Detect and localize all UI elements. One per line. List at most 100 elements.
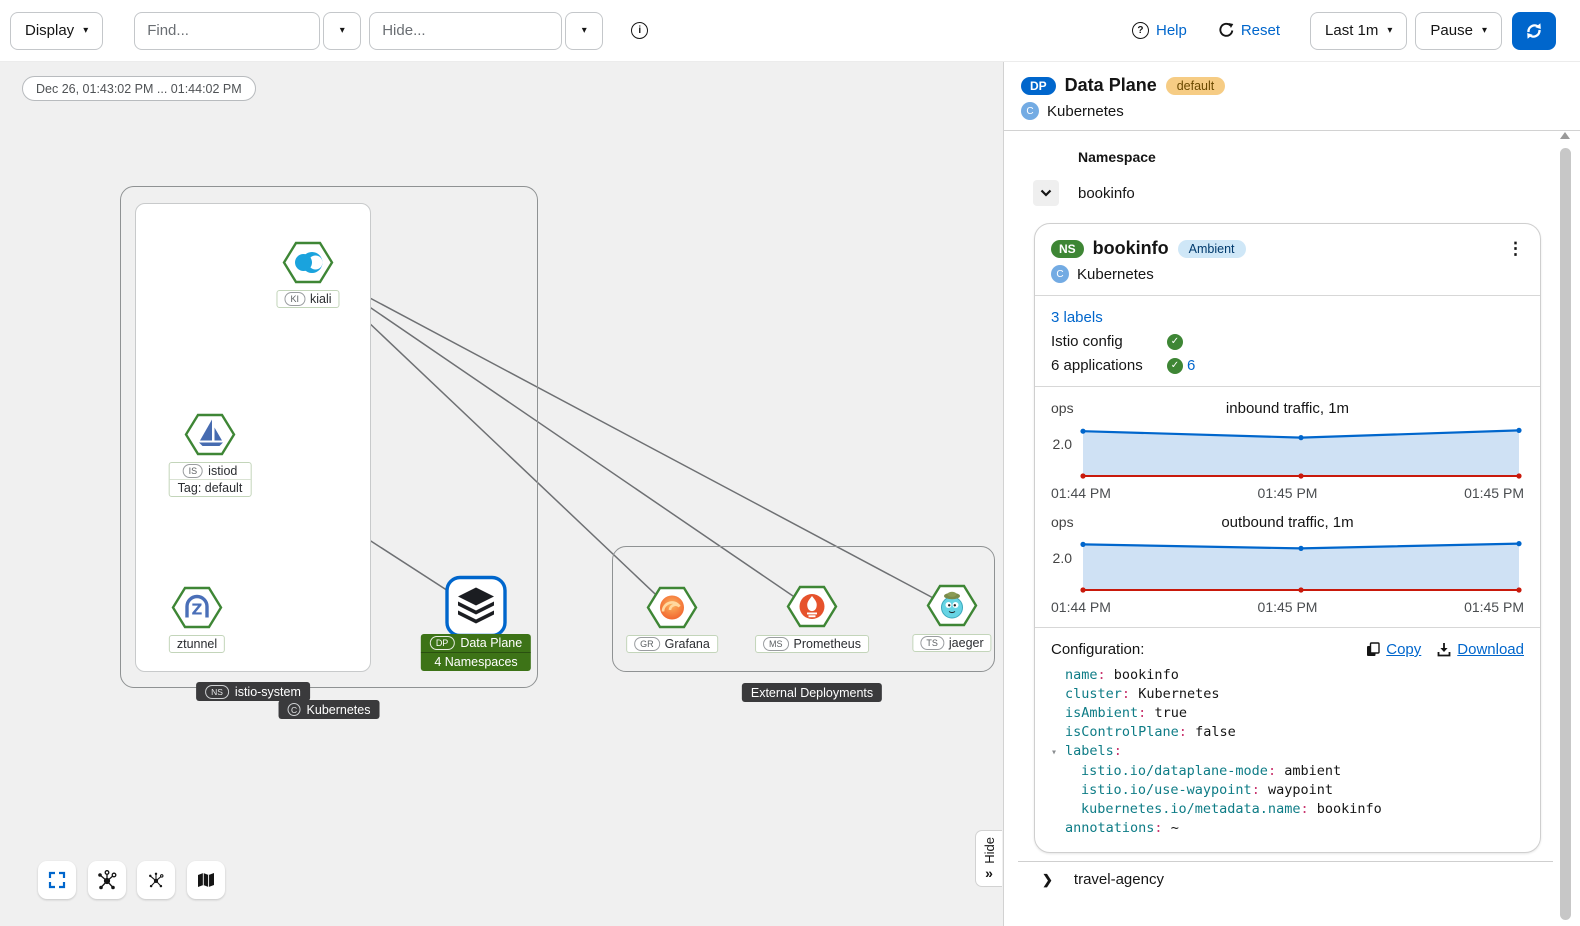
summary-panel: DP Data Plane default C Kubernetes Names… xyxy=(1003,62,1580,926)
card-cluster-label: Kubernetes xyxy=(1077,265,1154,283)
node-prometheus[interactable] xyxy=(785,583,839,636)
hide-options-dropdown[interactable]: ▾ xyxy=(565,11,604,50)
divider xyxy=(1018,861,1553,862)
node-grafana[interactable] xyxy=(645,584,699,637)
node-istiod[interactable] xyxy=(183,411,237,464)
help-icon: ? xyxy=(1131,22,1149,39)
revision-badge: default xyxy=(1165,76,1226,95)
network-small-icon xyxy=(149,872,164,888)
check-circle-icon: ✓ xyxy=(1167,333,1183,350)
caret-down-icon: ▾ xyxy=(1387,24,1393,36)
mesh-graph-canvas[interactable]: NS istio-system C Kubernetes External De… xyxy=(0,62,1003,926)
chart-plot-area xyxy=(1078,537,1524,593)
find-options-dropdown[interactable]: ▾ xyxy=(323,11,362,50)
kebab-menu-icon[interactable]: ⋮ xyxy=(1507,239,1524,258)
namespace-column-header: Namespace xyxy=(1078,149,1156,165)
dataplane-namespaces: 4 Namespaces xyxy=(420,652,532,671)
dataplane-badge: DP xyxy=(1021,76,1056,95)
divider xyxy=(1035,295,1540,296)
graph-layout-large-button[interactable] xyxy=(88,861,126,899)
cluster-chip-label: Kubernetes xyxy=(306,702,371,717)
chevron-right-icon: ❯ xyxy=(1042,871,1053,887)
hide-input[interactable] xyxy=(369,11,563,50)
display-dropdown-label: Display xyxy=(25,22,75,39)
node-dataplane[interactable] xyxy=(445,575,507,643)
istiod-tag: Tag: default xyxy=(169,479,251,496)
refresh-button[interactable] xyxy=(1512,11,1556,50)
collapse-row-button[interactable] xyxy=(1033,180,1059,206)
map-icon xyxy=(198,873,214,887)
istiod-badge: IS xyxy=(182,464,204,478)
y-axis-tick: 2.0 xyxy=(1052,436,1072,452)
scrollbar-up-arrow[interactable] xyxy=(1560,132,1570,139)
panel-title: Data Plane xyxy=(1064,75,1157,95)
svg-text:Z: Z xyxy=(192,601,203,619)
grafana-badge: GR xyxy=(634,637,660,651)
panel-scrollbar[interactable] xyxy=(1560,148,1571,920)
node-grafana-label[interactable]: GR Grafana xyxy=(626,635,718,653)
help-link[interactable]: ? Help xyxy=(1131,22,1187,39)
bookinfo-namespace-card: NS bookinfo Ambient ⋮ C Kubernetes 3 lab… xyxy=(1034,223,1541,853)
cluster-badge: C xyxy=(287,703,301,716)
istio-config-label: Istio config xyxy=(1051,333,1123,350)
node-kiali-label[interactable]: KI kiali xyxy=(276,290,340,308)
kiali-icon xyxy=(282,241,334,284)
istio-icon xyxy=(184,413,236,456)
external-deployments-chip[interactable]: External Deployments xyxy=(741,683,883,702)
istio-system-namespace-chip[interactable]: NS istio-system xyxy=(196,682,310,701)
double-chevron-icon: » xyxy=(985,864,993,881)
external-deployments-box[interactable] xyxy=(612,546,995,672)
kiali-badge: KI xyxy=(284,292,305,306)
applications-count-link[interactable]: 6 xyxy=(1187,357,1196,374)
sync-icon xyxy=(1527,22,1541,39)
hide-panel-tab[interactable]: Hide » xyxy=(975,830,1002,887)
dataplane-badge: DP xyxy=(429,636,455,650)
cluster-group-box[interactable] xyxy=(120,186,538,688)
copy-icon xyxy=(1367,642,1380,656)
configuration-label: Configuration: xyxy=(1051,641,1145,658)
namespace-row-bookinfo[interactable]: bookinfo xyxy=(1033,180,1580,206)
node-prometheus-label[interactable]: MS Prometheus xyxy=(755,635,869,653)
info-icon[interactable]: i xyxy=(631,22,649,39)
chart-title: inbound traffic, 1m xyxy=(1225,400,1350,417)
prometheus-badge: MS xyxy=(763,637,789,651)
namespace-chip-label: istio-system xyxy=(234,684,301,699)
kubernetes-cluster-chip[interactable]: C Kubernetes xyxy=(278,700,380,719)
panel-header: DP Data Plane default C Kubernetes xyxy=(1004,62,1580,131)
namespace-name: travel-agency xyxy=(1073,871,1164,888)
node-jaeger-label[interactable]: TS jaeger xyxy=(912,634,992,652)
chevron-down-icon xyxy=(1040,189,1052,197)
find-input[interactable] xyxy=(134,11,321,50)
reset-icon xyxy=(1219,22,1234,37)
minimap-button[interactable] xyxy=(187,861,225,899)
istio-system-namespace-box[interactable] xyxy=(135,203,371,672)
copy-link[interactable]: Copy xyxy=(1366,641,1421,658)
namespace-table: Namespace bookinfo xyxy=(1004,131,1580,206)
jaeger-icon xyxy=(926,584,978,627)
node-dataplane-label[interactable]: DP Data Plane 4 Namespaces xyxy=(420,634,532,671)
node-istiod-label[interactable]: IS istiod Tag: default xyxy=(168,462,252,497)
graph-layout-small-button[interactable] xyxy=(137,861,175,899)
namespace-row-travel-agency[interactable]: ❯ travel-agency xyxy=(1004,862,1580,888)
check-circle-icon: ✓ xyxy=(1167,357,1183,374)
reset-link[interactable]: Reset xyxy=(1217,22,1280,39)
display-dropdown[interactable]: Display ▾ xyxy=(10,11,104,50)
node-jaeger[interactable] xyxy=(925,582,979,635)
node-ztunnel-label[interactable]: ztunnel xyxy=(168,635,226,653)
applications-label: 6 applications xyxy=(1051,357,1143,374)
interval-dropdown[interactable]: Last 1m ▾ xyxy=(1310,11,1408,50)
download-link[interactable]: Download xyxy=(1437,641,1524,658)
fit-to-screen-button[interactable] xyxy=(38,861,76,899)
node-ztunnel[interactable]: Z xyxy=(170,584,224,637)
chart-plot-area xyxy=(1078,423,1524,479)
node-kiali[interactable] xyxy=(281,239,335,292)
graph-time-range: Dec 26, 01:43:02 PM ... 01:44:02 PM xyxy=(22,76,256,101)
ztunnel-icon: Z xyxy=(171,586,223,629)
pause-dropdown[interactable]: Pause ▾ xyxy=(1415,11,1502,50)
card-namespace-name: bookinfo xyxy=(1092,238,1169,258)
chart-title: outbound traffic, 1m xyxy=(1221,514,1354,531)
labels-link[interactable]: 3 labels xyxy=(1051,309,1103,326)
external-chip-label: External Deployments xyxy=(750,685,874,700)
